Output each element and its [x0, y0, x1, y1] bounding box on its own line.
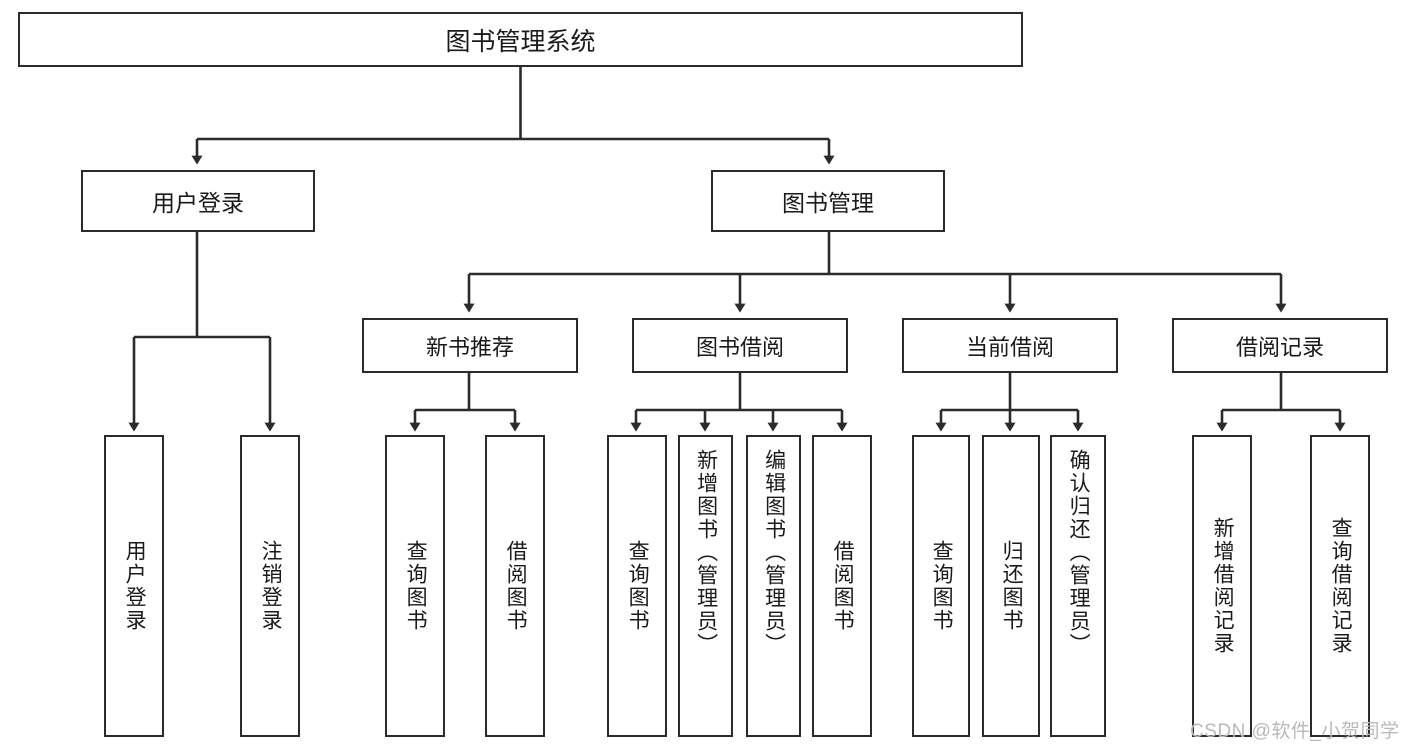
leaf-borrow-book-recommend[interactable]: 借阅图书: [485, 435, 545, 737]
leaf-confirm-return-admin[interactable]: 确认归还（管理员）: [1050, 435, 1106, 737]
node-new-book-recommend[interactable]: 新书推荐: [362, 318, 578, 373]
leaf-query-book-current[interactable]: 查询图书: [912, 435, 970, 737]
leaf-user-logout[interactable]: 注销登录: [240, 435, 300, 737]
node-book-management[interactable]: 图书管理: [711, 170, 945, 232]
node-label: 图书管理: [782, 190, 874, 216]
leaf-user-login[interactable]: 用户登录: [104, 435, 164, 737]
leaf-add-borrow-record[interactable]: 新增借阅记录: [1192, 435, 1252, 737]
leaf-label: 查询借阅记录: [1329, 517, 1353, 655]
leaf-label: 新增图书（管理员）: [694, 449, 718, 656]
node-label: 新书推荐: [425, 334, 514, 360]
leaf-label: 确认归还（管理员）: [1067, 449, 1091, 656]
node-root-system[interactable]: 图书管理系统: [18, 12, 1023, 67]
leaf-label: 借阅图书: [504, 540, 528, 632]
leaf-return-book[interactable]: 归还图书: [982, 435, 1040, 737]
node-label: 借阅记录: [1235, 334, 1324, 360]
leaf-label: 查询图书: [626, 540, 650, 632]
leaf-edit-book-admin[interactable]: 编辑图书（管理员）: [746, 435, 801, 737]
node-borrow-record[interactable]: 借阅记录: [1172, 318, 1388, 373]
leaf-label: 用户登录: [123, 540, 147, 632]
leaf-label: 归还图书: [1000, 540, 1024, 632]
leaf-query-book-recommend[interactable]: 查询图书: [385, 435, 445, 737]
node-book-borrow[interactable]: 图书借阅: [632, 318, 848, 373]
node-label: 图书管理系统: [445, 27, 596, 56]
leaf-borrow-book[interactable]: 借阅图书: [812, 435, 872, 737]
leaf-label: 查询图书: [404, 540, 428, 632]
node-current-borrow[interactable]: 当前借阅: [902, 318, 1118, 373]
node-label: 当前借阅: [965, 334, 1054, 360]
leaf-query-borrow-record[interactable]: 查询借阅记录: [1310, 435, 1370, 737]
node-user-login[interactable]: 用户登录: [81, 170, 315, 232]
leaf-query-book[interactable]: 查询图书: [607, 435, 667, 737]
leaf-add-book-admin[interactable]: 新增图书（管理员）: [678, 435, 733, 737]
leaf-label: 借阅图书: [831, 540, 855, 632]
leaf-label: 编辑图书（管理员）: [762, 449, 786, 656]
leaf-label: 注销登录: [259, 540, 283, 632]
node-label: 图书借阅: [695, 334, 784, 360]
leaf-label: 新增借阅记录: [1211, 517, 1235, 655]
leaf-label: 查询图书: [930, 540, 954, 632]
watermark-text: CSDN @软件_小贺同学: [1190, 721, 1400, 742]
node-label: 用户登录: [152, 190, 244, 216]
